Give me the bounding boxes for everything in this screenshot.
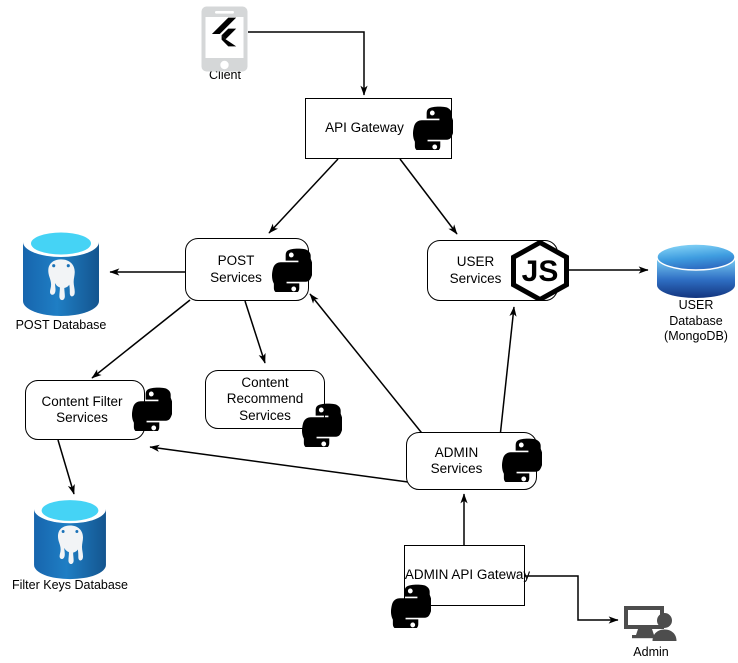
admin-api-gateway-label: ADMIN API Gateway	[404, 567, 531, 583]
postgresql-icon	[20, 225, 102, 318]
python-icon	[267, 247, 312, 292]
edge-api-gateway-to-post-services	[268, 158, 339, 234]
edge-api-gateway-to-user-services	[399, 158, 458, 235]
node-content-filter-services[interactable]: Content Filter Services	[25, 380, 145, 440]
content-filter-services-label: Content Filter Services	[41, 393, 123, 425]
edge-content-filter-to-filter-keys-database	[57, 439, 75, 495]
edge-client-to-api-gateway	[248, 31, 368, 96]
flutter-icon	[211, 17, 237, 47]
postgresql-icon	[31, 493, 109, 581]
python-icon	[127, 386, 172, 431]
edge-admin-services-to-user-services	[499, 306, 517, 438]
python-icon	[497, 437, 542, 482]
admin-user-icon	[622, 604, 680, 642]
admin-label: Admin	[633, 645, 669, 659]
admin-services-label: ADMIN Services	[430, 444, 483, 476]
user-services-label: USER Services	[449, 254, 502, 286]
post-services-label: POST Services	[210, 253, 262, 285]
mongodb-icon	[655, 243, 737, 299]
nodejs-icon: JS	[511, 241, 569, 301]
python-icon	[297, 402, 342, 447]
content-recommend-services-label: Content Recommend Services	[226, 374, 304, 423]
edge-admin-api-gateway-to-admin	[524, 575, 619, 624]
python-icon	[386, 583, 431, 628]
edge-post-services-to-content-recommend	[244, 300, 266, 364]
filter-keys-database-label: Filter Keys Database	[11, 578, 129, 592]
svg-text:JS: JS	[522, 255, 559, 288]
edge-admin-services-to-content-filter	[149, 444, 409, 483]
edge-post-services-to-content-filter	[91, 299, 191, 379]
node-content-recommend-services[interactable]: Content Recommend Services	[205, 370, 325, 429]
api-gateway-label: API Gateway	[325, 120, 404, 136]
user-database-label: USER Database (MongoDB)	[664, 298, 728, 344]
post-database-label: POST Database	[15, 318, 107, 332]
python-icon	[408, 105, 453, 150]
